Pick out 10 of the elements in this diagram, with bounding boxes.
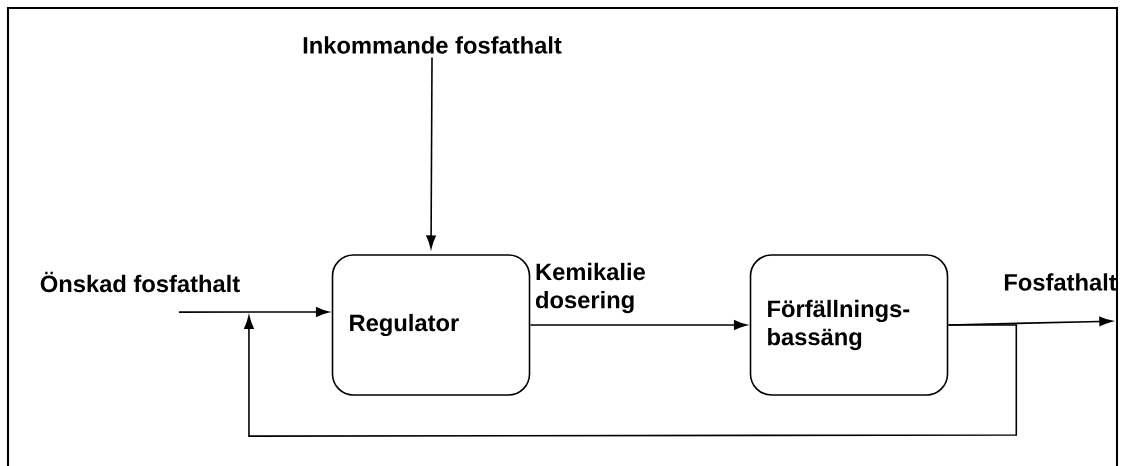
- arrow: [244, 315, 1018, 437]
- block-box: Regulator: [331, 254, 531, 396]
- arrow: [426, 56, 436, 249]
- signal-label: Inkommande fosfathalt: [303, 36, 562, 54]
- signal-label: Önskad fosfathalt: [40, 271, 240, 293]
- signal-label: Fosfathalt: [1004, 273, 1117, 291]
- block-box: Förfällnings- bassäng: [749, 254, 949, 396]
- arrow: [529, 320, 747, 330]
- edge-label: Kemikalie dosering: [533, 261, 657, 315]
- arrow: [178, 307, 329, 317]
